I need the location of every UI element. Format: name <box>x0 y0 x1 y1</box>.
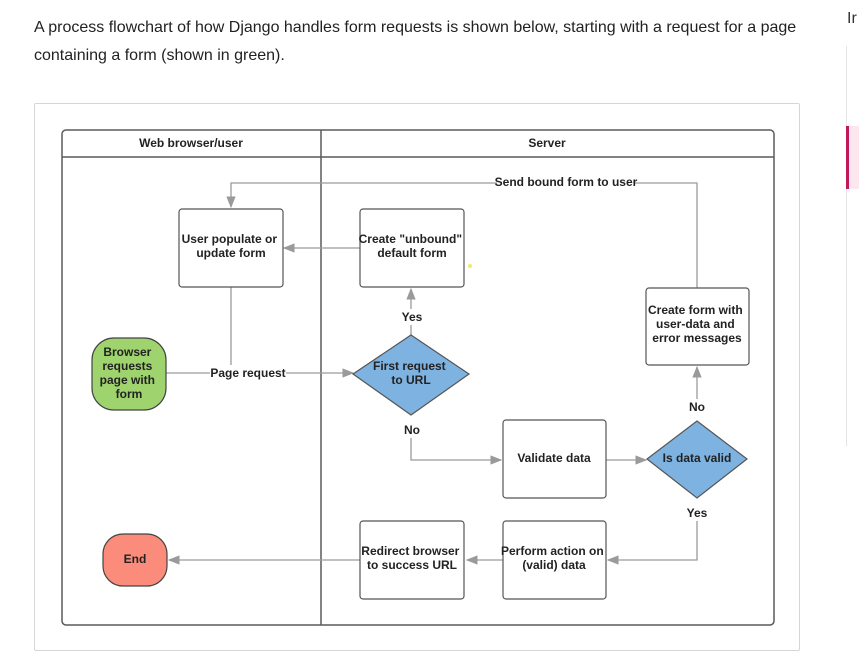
node-first-request-label: First request to URL <box>373 359 449 387</box>
node-user-populate-label: User populate or update form <box>182 232 281 260</box>
lane-label-server: Server <box>528 136 566 150</box>
edge-label-yes-first: Yes <box>402 310 423 324</box>
cursor-dot <box>468 264 472 268</box>
node-end <box>102 533 168 587</box>
node-browser-request-label: Browser requests page with form <box>100 345 159 401</box>
node-create-unbound <box>359 208 465 288</box>
node-perform-action <box>502 520 607 600</box>
sidebar-active-highlight <box>849 126 859 189</box>
node-create-form-errors-label: Create form with user-data and error mes… <box>648 303 746 345</box>
flowchart-figure: Web browser/user Server Send bound form … <box>34 103 800 651</box>
node-validate-data-label: Validate data <box>517 451 591 465</box>
edge-yes-valid <box>606 521 698 565</box>
edge-no-first <box>410 438 503 465</box>
node-create-unbound-label: Create "unbound" default form <box>359 232 466 260</box>
sidebar-heading-peek[interactable]: Ir <box>847 10 857 27</box>
node-browser-request <box>91 337 167 411</box>
node-is-data-valid-label: Is data valid <box>663 451 732 465</box>
edge-send-bound-form <box>226 182 698 288</box>
node-validate-data <box>502 419 607 499</box>
node-first-request <box>351 334 471 416</box>
node-user-populate <box>178 208 284 288</box>
node-is-data-valid <box>646 420 748 499</box>
node-redirect-browser <box>359 520 465 600</box>
edge-label-no-valid: No <box>689 400 705 414</box>
lane-label-browser: Web browser/user <box>139 136 243 150</box>
edge-label-send-bound-form: Send bound form to user <box>495 175 638 189</box>
edge-label-yes-valid: Yes <box>687 506 708 520</box>
sidebar-divider <box>846 46 847 446</box>
node-end-label: End <box>124 552 147 566</box>
sidebar-active-marker[interactable] <box>846 126 849 189</box>
intro-paragraph: A process flowchart of how Django handle… <box>34 19 797 64</box>
edge-label-page-request: Page request <box>210 366 285 380</box>
swimlane-frame <box>61 129 775 626</box>
node-redirect-browser-label: Redirect browser to success URL <box>361 544 462 572</box>
node-create-form-errors <box>645 287 750 366</box>
edge-label-no-first: No <box>404 423 420 437</box>
node-perform-action-label: Perform action on (valid) data <box>501 544 607 572</box>
